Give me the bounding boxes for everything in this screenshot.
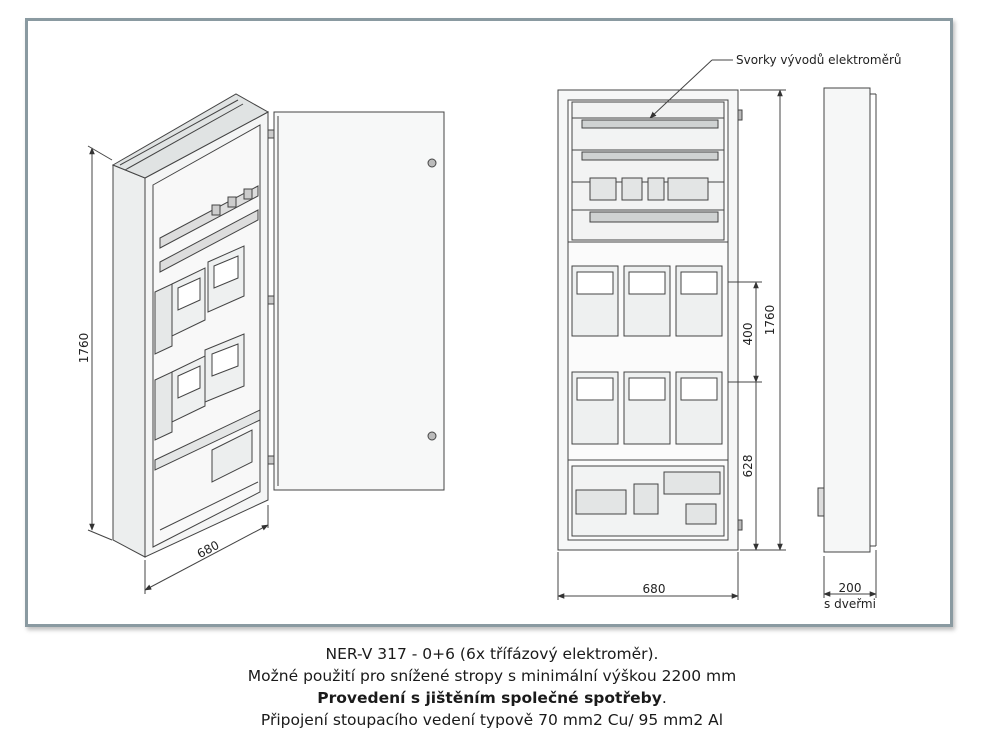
side-depth-label: 200 (839, 581, 862, 595)
front-width-label: 680 (643, 582, 666, 596)
caption-line-3: Provedení s jištěním společné spotřeby. (0, 689, 984, 707)
caption-line-4: Připojení stoupacího vedení typově 70 mm… (260, 711, 724, 729)
iso-width-label: 680 (195, 538, 222, 561)
iso-open-door (267, 111, 445, 491)
front-meters-row-2 (571, 371, 723, 445)
side-depth-note: s dveřmi (824, 597, 876, 611)
side-view (817, 87, 877, 598)
front-meters-row-1 (571, 265, 723, 337)
terminals-callout-label: Svorky vývodů elektroměrů (736, 53, 902, 67)
isometric-view (87, 93, 445, 594)
front-fuse-section (571, 465, 725, 537)
iso-width-dimension (144, 524, 269, 591)
front-628-label: 628 (741, 455, 755, 478)
front-terminal-area (571, 101, 725, 241)
iso-meters-row-2 (154, 333, 245, 441)
caption-line-3-bold: Provedení s jištěním společné spotřeby (317, 689, 662, 707)
iso-meters-row-1 (154, 245, 245, 355)
iso-terminal-rows (159, 185, 259, 273)
front-height-label: 1760 (763, 305, 777, 336)
front-view (557, 59, 786, 600)
caption-line-3-tail: . (661, 689, 667, 707)
iso-height-label: 1760 (77, 333, 91, 364)
caption-line-2: Možné použití pro snížené stropy s minim… (247, 667, 737, 685)
front-400-label: 400 (741, 323, 755, 346)
caption-line-1: NER-V 317 - 0+6 (6x třífázový elektroměr… (325, 645, 659, 663)
terminals-callout-leader (649, 59, 713, 119)
iso-lower-compartment (154, 409, 261, 531)
